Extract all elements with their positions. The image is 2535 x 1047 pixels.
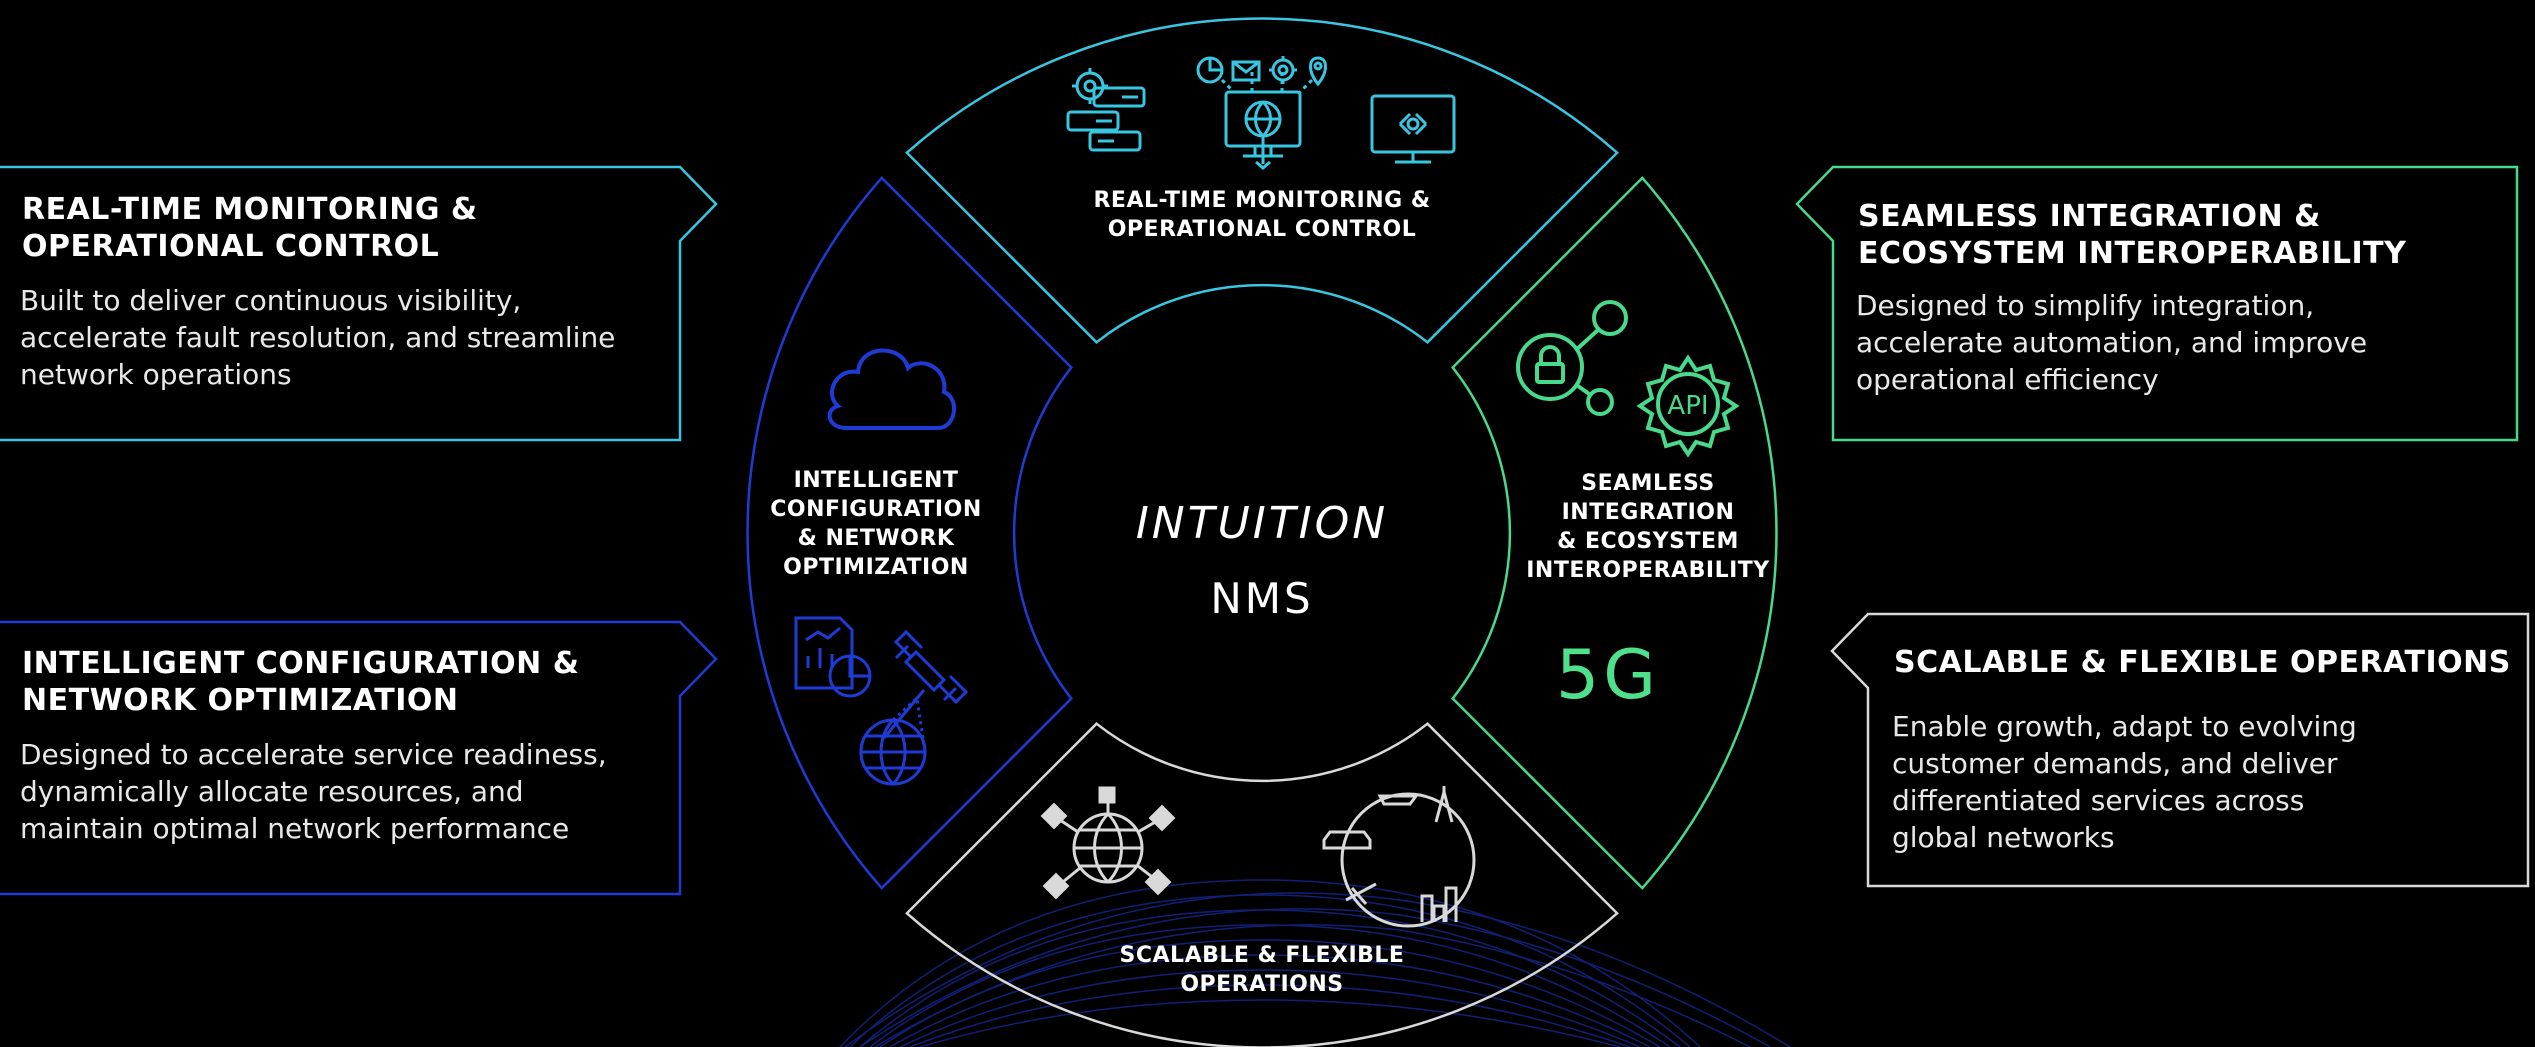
segment-scalable bbox=[905, 722, 1619, 1047]
api-label: API bbox=[1667, 391, 1708, 421]
segment-monitoring bbox=[905, 17, 1619, 344]
cloud-icon bbox=[827, 348, 957, 430]
five-g-badge: 5G bbox=[1556, 636, 1660, 715]
box-configuration-title: INTELLIGENT CONFIGURATION & NETWORK OPTI… bbox=[22, 646, 580, 718]
segment-integration bbox=[1451, 176, 1778, 890]
box-scalable-title: SCALABLE & FLEXIBLE OPERATIONS bbox=[1894, 645, 2511, 680]
center-title: INTUITION bbox=[1135, 498, 1389, 549]
box-monitoring-outline bbox=[0, 165, 718, 442]
server-gear-icon bbox=[1066, 68, 1146, 152]
location-pin-icon bbox=[1309, 56, 1327, 87]
box-monitoring-body: Built to deliver continuous visibility, … bbox=[20, 284, 616, 391]
satellite-icon bbox=[882, 629, 969, 739]
box-integration-title: SEAMLESS INTEGRATION & ECOSYSTEM INTEROP… bbox=[1858, 199, 2407, 271]
segment-integration-label: SEAMLESS INTEGRATION & ECOSYSTEM INTEROP… bbox=[1526, 471, 1770, 583]
box-monitoring-title: REAL-TIME MONITORING & OPERATIONAL CONTR… bbox=[22, 192, 478, 264]
box-scalable-outline bbox=[1830, 612, 2530, 888]
api-gear-icon bbox=[1636, 354, 1740, 458]
segment-scalable-label: SCALABLE & FLEXIBLE OPERATIONS bbox=[1119, 943, 1405, 997]
box-scalable-body: Enable growth, adapt to evolving custome… bbox=[1892, 710, 2357, 854]
global-transport-icon bbox=[1322, 786, 1476, 928]
lock-network-icon bbox=[1516, 300, 1628, 416]
globe-icon bbox=[859, 696, 927, 786]
box-integration-outline bbox=[1795, 165, 2519, 442]
segment-configuration-label: INTELLIGENT CONFIGURATION & NETWORK OPTI… bbox=[770, 468, 982, 580]
mail-icon bbox=[1231, 60, 1261, 82]
pie-chart-icon bbox=[1196, 56, 1224, 84]
monitor-globe-icon bbox=[1220, 72, 1314, 170]
report-chart-icon bbox=[794, 616, 872, 698]
center-subtitle: NMS bbox=[1210, 574, 1314, 623]
segment-monitoring-label: REAL-TIME MONITORING & OPERATIONAL CONTR… bbox=[1093, 188, 1431, 242]
wave-lines-decoration bbox=[839, 879, 1791, 1047]
network-globe-icon bbox=[1040, 786, 1176, 900]
box-integration-body: Designed to simplify integration, accele… bbox=[1856, 289, 2368, 396]
segment-configuration bbox=[746, 176, 1073, 890]
box-configuration-outline bbox=[0, 620, 718, 896]
gear-icon bbox=[1269, 56, 1297, 84]
code-monitor-icon bbox=[1370, 94, 1456, 164]
box-configuration-body: Designed to accelerate service readiness… bbox=[20, 738, 607, 845]
